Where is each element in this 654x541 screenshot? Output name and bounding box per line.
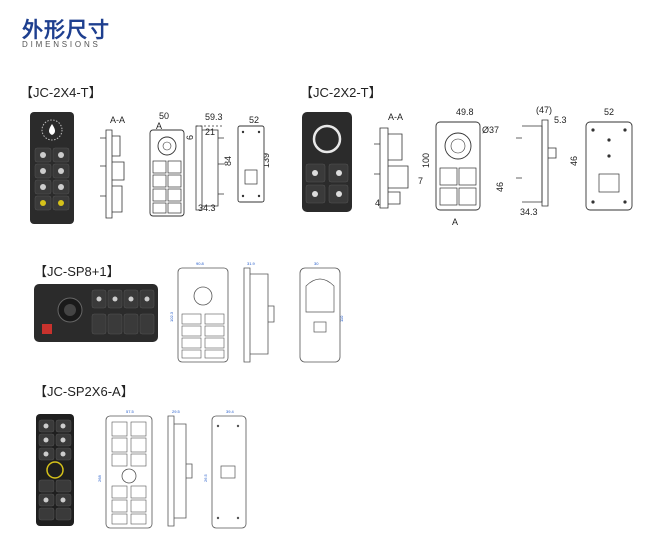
jc-sp8-1-dim-rear-width: 30 [314,261,319,266]
jc-2x2-t-dim-46-side: 46 [495,181,505,192]
model-label-jc-2x2-t: 【JC-2X2-T】 [300,85,382,100]
jc-2x2-t-dim-flange: 5.3 [554,115,567,125]
jc-sp2x6-a-product-photo [36,414,74,526]
jc-sp2x6-a-dim-width: 57.5 [126,409,134,414]
jc-2x2-t-dim-4: 4 [375,198,381,208]
jc-2x2-t-section-label: A-A [388,112,404,122]
jc-sp8-1-rear-view [299,267,341,363]
jc-2x2-t-front-view [435,121,481,211]
jc-sp8-1-side-view [243,267,275,363]
jc-2x4-t-dim-rear-width: 52 [249,115,260,125]
jc-sp8-1-dim-depth: 31.9 [247,261,255,266]
jc-2x2-t-dim-7: 7 [418,176,424,186]
model-label-jc-2x4-t: 【JC-2X4-T】 [20,85,102,100]
jc-2x4-t-section-view [100,129,125,219]
jc-sp8-1-product-photo [34,284,158,342]
jc-2x2-t-section-marker: A [452,217,459,227]
jc-2x4-t-rear-view [237,125,265,203]
jc-2x2-t-dim-body: 34.3 [520,207,538,217]
model-label-jc-sp8-1: 【JC-SP8+1】 [34,264,120,279]
jc-2x2-t-side-view [516,119,557,207]
model-label-jc-sp2x6-a: 【JC-SP2X6-A】 [34,384,134,399]
jc-2x4-t-dim-body: 34.3 [198,203,216,213]
jc-2x2-t-dim-width: 49.8 [456,107,474,117]
jc-2x2-t-dim-depth: (47) [536,105,553,115]
jc-sp2x6-a-dim-rear-width: 39.4 [226,409,234,414]
jc-2x4-t-product-photo [30,112,74,224]
jc-2x4-t-section-marker: A [156,121,163,131]
jc-2x2-t-product-photo [302,112,352,212]
jc-2x2-t-dim-height: 100 [421,152,431,168]
jc-sp2x6-a-rear-view [211,415,247,529]
jc-sp2x6-a-dim-rear-height: 26.5 [203,474,208,482]
jc-sp2x6-a-side-view [167,415,193,527]
jc-sp8-1-front-view [177,267,229,363]
page-title: 外形尺寸 [22,18,110,42]
jc-2x2-t-dim-rear-height: 46 [569,155,579,166]
jc-2x4-t-dim-height-inner: 84 [223,155,233,166]
jc-2x4-t-side-view [195,125,224,211]
jc-2x2-t-dim-knob: Ø37 [482,125,500,135]
jc-2x4-t-dim-flange: 21 [205,127,216,137]
jc-sp2x6-a-dim-depth: 29.5 [172,409,180,414]
jc-2x4-t-front-view [149,129,185,217]
jc-2x4-t-section-label: A-A [110,115,126,125]
jc-2x4-t-dim-depth: 59.3 [205,112,223,122]
jc-2x2-t-section-view [374,127,409,209]
jc-sp8-1-dim-width: 90.8 [196,261,204,266]
jc-sp8-1-dim-height: 102.3 [169,311,174,322]
jc-2x2-t-dim-rear-width: 52 [604,107,615,117]
jc-2x4-t-dim-width: 50 [159,111,170,121]
jc-sp2x6-a-front-view [105,415,153,529]
jc-2x2-t-rear-view [585,121,633,211]
jc-sp2x6-a-dim-height: 268 [97,475,102,482]
page-subtitle: DIMENSIONS [22,40,101,49]
